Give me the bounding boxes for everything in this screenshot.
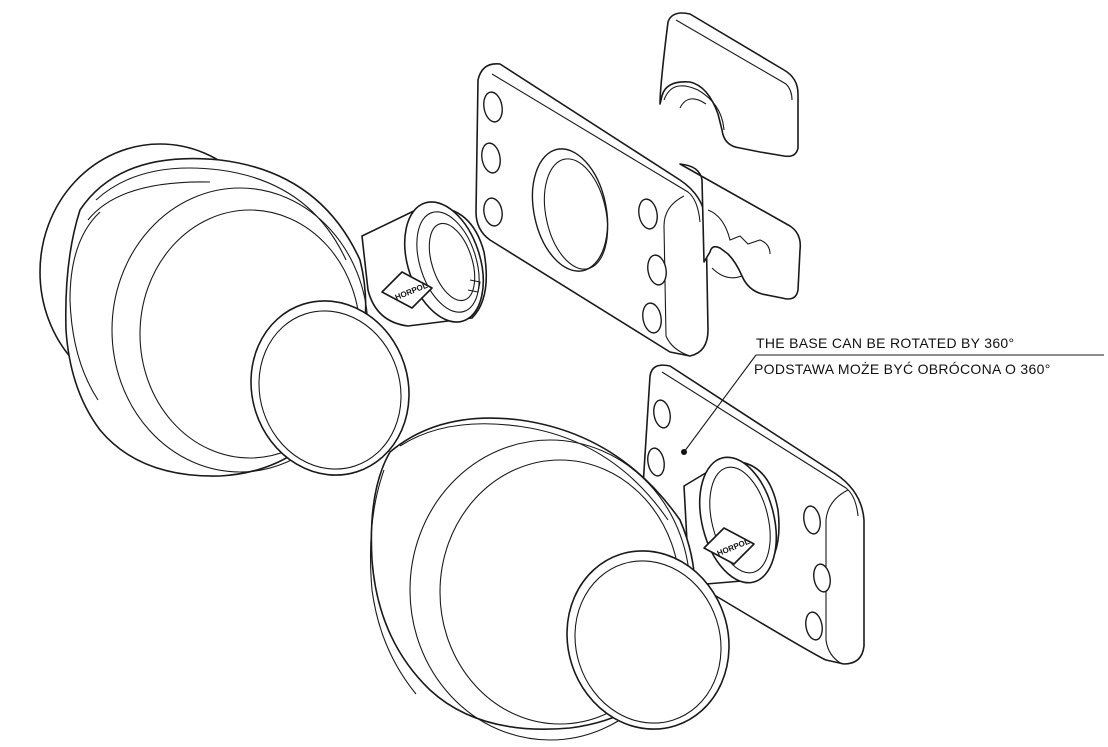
upper-clamp-bottom-half	[679, 163, 802, 300]
lower-brand-logo: HORPOL	[703, 527, 755, 565]
upper-clamp-top-half	[659, 12, 799, 158]
annotation-line-english: THE BASE CAN BE ROTATED BY 360°	[756, 335, 1014, 351]
leader-line	[683, 354, 757, 453]
rotation-annotation: THE BASE CAN BE ROTATED BY 360° PODSTAWA…	[683, 335, 1104, 453]
upper-brand-logo: HORPOL	[381, 271, 433, 309]
lower-stem	[683, 456, 780, 585]
upper-lamp-assembly: HORPOL	[39, 12, 802, 477]
upper-lamp-housing	[39, 143, 410, 477]
lower-lamp-assembly: HORPOL	[369, 364, 865, 741]
upper-mounting-plate	[475, 63, 709, 357]
lower-lamp-housing	[369, 417, 730, 741]
annotation-line-polish: PODSTAWA MOŻE BYĆ OBRÓCONA O 360°	[754, 360, 1051, 377]
